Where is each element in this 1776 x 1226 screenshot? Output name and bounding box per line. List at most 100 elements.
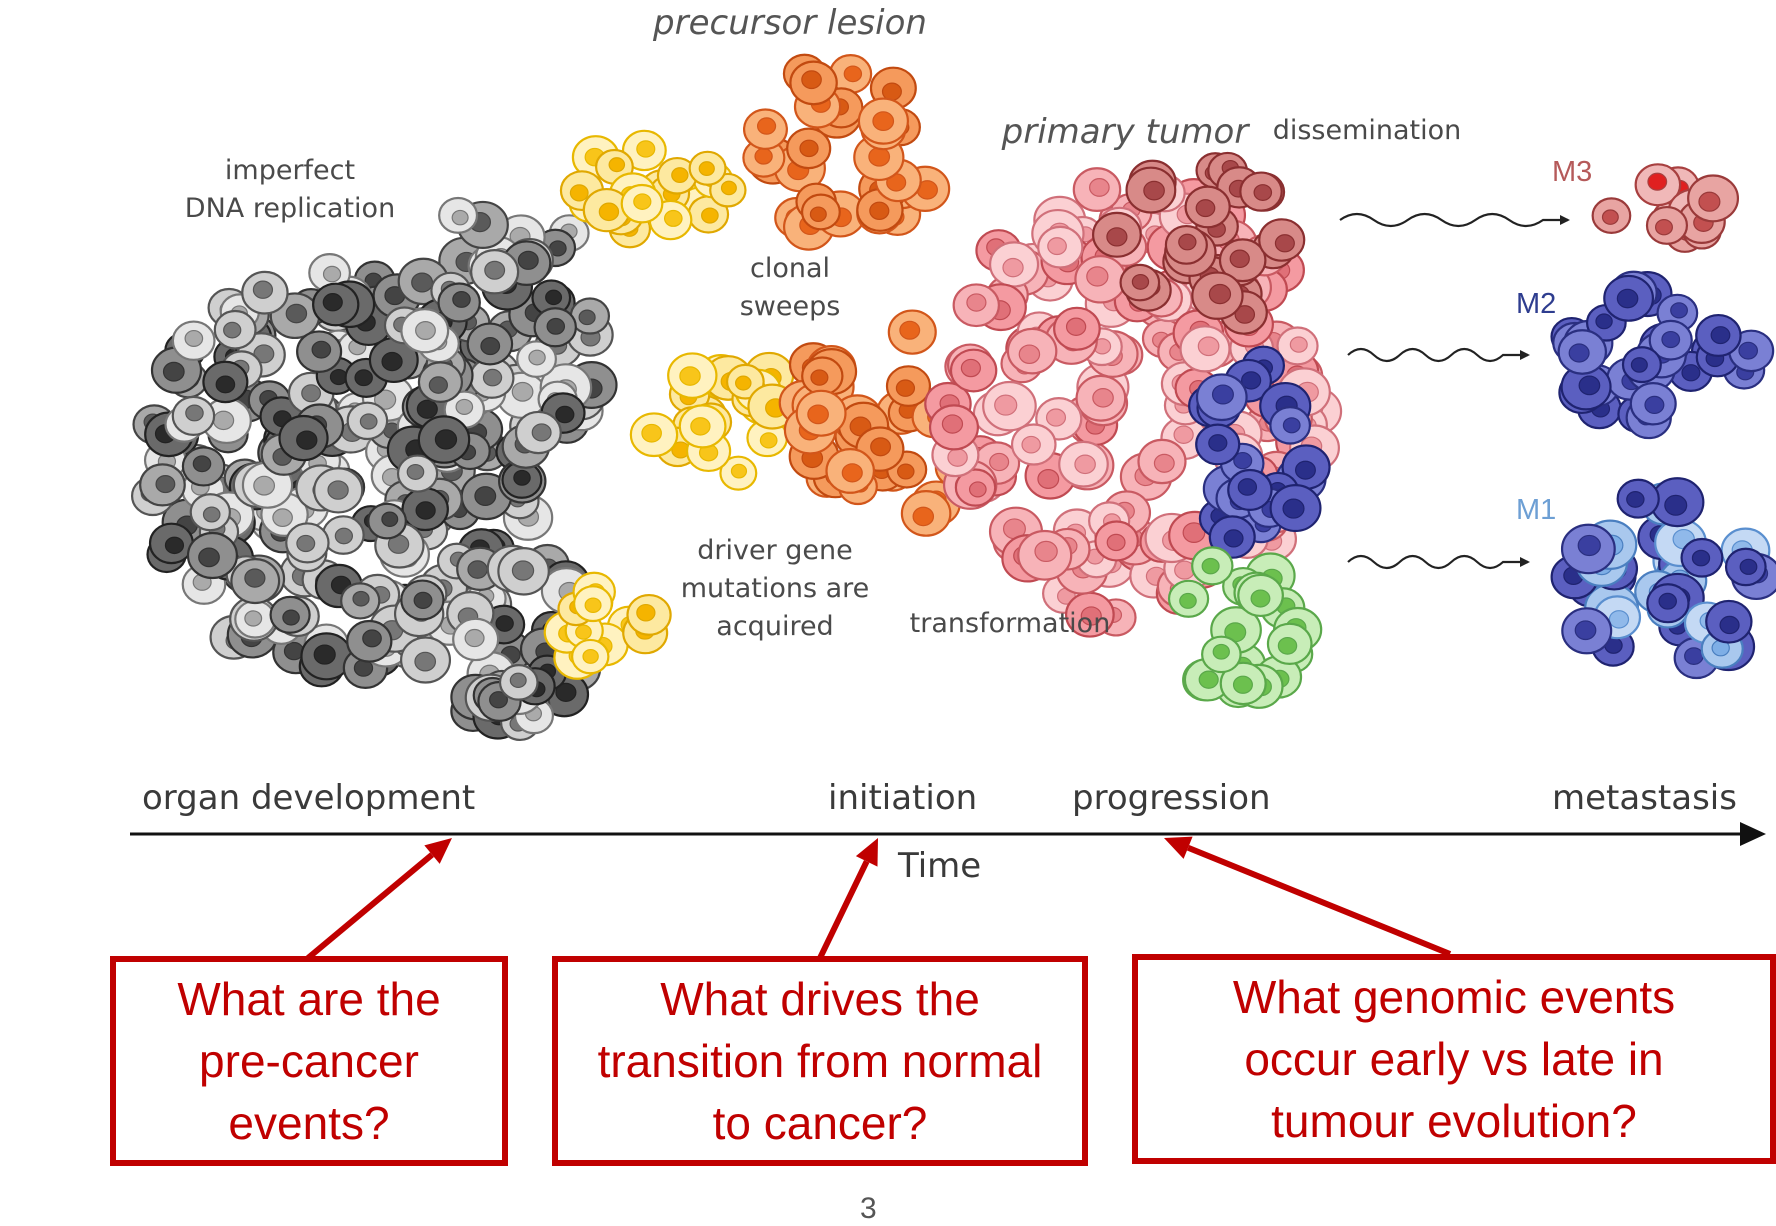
cell	[396, 454, 439, 493]
cell	[285, 522, 330, 564]
cell	[296, 330, 343, 373]
cell	[1258, 218, 1306, 262]
cell	[400, 579, 445, 621]
cell	[1218, 238, 1267, 283]
question-arrows	[306, 836, 1452, 961]
dissemination-arrow	[1347, 554, 1530, 570]
cell	[1648, 319, 1693, 361]
cell	[186, 531, 238, 580]
cell	[1208, 515, 1256, 559]
cell	[466, 322, 514, 366]
cell	[887, 309, 937, 355]
cell	[825, 448, 876, 494]
stage-initiation: initiation	[828, 778, 978, 818]
cell	[1680, 537, 1724, 578]
cell	[1621, 346, 1662, 384]
cell	[1269, 406, 1312, 445]
cell	[1092, 211, 1142, 258]
cell	[1072, 167, 1122, 213]
cell	[202, 360, 249, 404]
cell	[988, 241, 1040, 288]
cell	[1687, 174, 1740, 223]
arrow-to-initiation	[817, 838, 878, 960]
cell-clusters	[130, 53, 1776, 742]
cell	[278, 414, 329, 462]
cell	[181, 446, 226, 487]
cell	[1634, 163, 1682, 207]
cell	[1561, 607, 1613, 655]
cell	[514, 410, 562, 455]
cell	[213, 309, 257, 350]
cell	[1645, 205, 1689, 245]
cell	[300, 632, 353, 681]
cell	[795, 389, 847, 437]
cell	[1276, 326, 1319, 366]
cell	[1237, 573, 1284, 618]
cell	[1603, 274, 1655, 322]
cell	[688, 150, 727, 186]
cell	[189, 493, 231, 532]
cell	[626, 593, 672, 636]
cell	[1191, 271, 1244, 320]
cell	[1167, 579, 1210, 618]
cell	[1239, 171, 1283, 212]
cell	[234, 599, 277, 639]
cell	[368, 336, 419, 384]
cell	[452, 617, 500, 662]
cell	[719, 455, 758, 491]
cell	[1195, 423, 1241, 466]
cell	[171, 320, 216, 361]
cell	[367, 502, 407, 540]
cell	[400, 308, 450, 354]
cell	[1281, 444, 1331, 490]
cell	[1137, 438, 1187, 485]
cell	[1094, 520, 1139, 562]
cell	[725, 363, 765, 400]
cell	[346, 401, 389, 441]
cell	[1724, 547, 1767, 587]
cell	[497, 547, 550, 596]
cell	[470, 249, 520, 295]
cell	[786, 127, 832, 170]
question-box-transition: What drives the transition from normal t…	[552, 956, 1088, 1166]
cell	[900, 490, 952, 537]
cell	[1705, 599, 1753, 644]
cell	[321, 515, 365, 555]
cell	[1058, 440, 1109, 488]
time-axis-label: Time	[898, 846, 982, 886]
arrow-to-progression	[1164, 836, 1452, 957]
cell	[1179, 325, 1231, 373]
cell	[1560, 523, 1616, 575]
cell	[1695, 313, 1742, 357]
cell	[437, 282, 481, 323]
cell	[571, 638, 610, 675]
cell	[438, 196, 479, 234]
cell	[340, 582, 381, 620]
cell	[1006, 327, 1058, 375]
cell	[1646, 583, 1690, 624]
cell	[346, 619, 393, 663]
dissemination-label: dissemination	[1272, 115, 1462, 146]
cell	[949, 348, 998, 393]
cell	[1010, 423, 1057, 466]
cell	[1164, 224, 1208, 265]
cell	[1017, 529, 1073, 581]
cell	[230, 558, 281, 605]
cell	[1591, 197, 1632, 234]
cell	[1629, 382, 1677, 426]
cell	[1125, 166, 1177, 214]
cell	[1650, 477, 1705, 528]
cell	[742, 108, 788, 150]
cell	[952, 283, 1000, 328]
timeline-axis	[130, 822, 1766, 846]
cell	[400, 636, 452, 684]
cell	[1037, 225, 1084, 269]
cell	[1560, 363, 1612, 411]
cell	[1616, 478, 1660, 519]
cell	[1201, 635, 1242, 674]
cell	[533, 307, 577, 348]
cell	[678, 404, 727, 449]
cell	[313, 467, 364, 514]
stage-progression: progression	[1072, 778, 1271, 818]
cell	[417, 415, 471, 464]
